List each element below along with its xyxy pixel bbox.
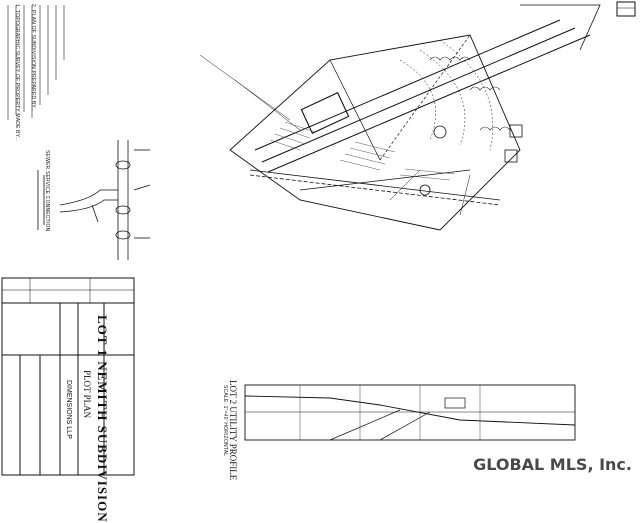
sewer-detail — [37, 140, 151, 260]
detail-title: SEWER SERVICE CONNECTION — [44, 150, 50, 232]
plan-linework — [1, 1, 636, 476]
title-block — [1, 277, 135, 476]
profile-scale: SCALE: 1"=40' HORIZONTAL — [222, 385, 228, 457]
utility-profile — [244, 384, 576, 441]
plan-type: PLOT PLAN — [82, 370, 92, 419]
notes-column — [7, 5, 65, 120]
corner-frame — [616, 1, 636, 17]
sidebar-note-2: 2. PLAN OF SUBDIVISION PREPARED BY... — [30, 4, 36, 113]
watermark: GLOBAL MLS, Inc. — [473, 455, 632, 474]
site-plan — [199, 4, 601, 231]
profile-title: LOT 2 UTILITY PROFILE — [228, 380, 238, 481]
sidebar-note-1: 1. TOPOGRAPHIC SURVEY OF PROPERTY MADE B… — [14, 4, 20, 142]
firm-name: DIMENSIONS LLP — [65, 380, 72, 439]
hatch-area — [269, 121, 456, 181]
project-title: LOT 1 NEMITH SUBDIVISION — [95, 315, 110, 523]
